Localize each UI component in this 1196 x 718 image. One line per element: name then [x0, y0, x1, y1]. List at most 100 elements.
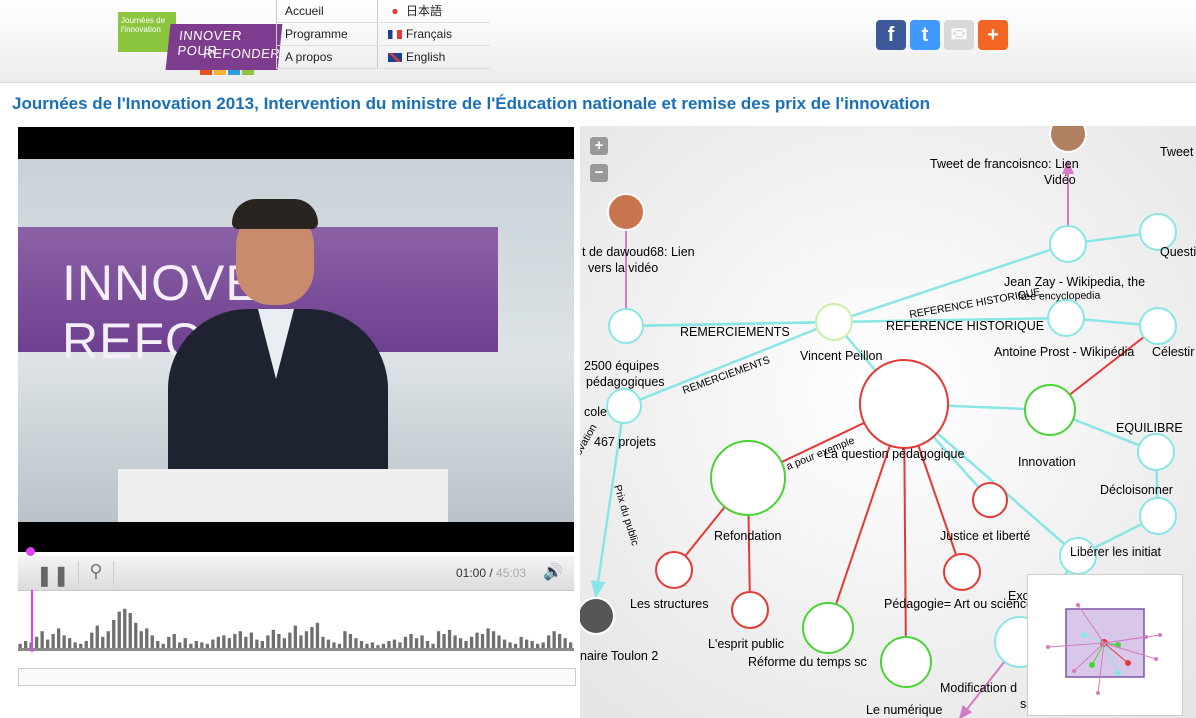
graph-label: Questi — [1160, 245, 1196, 259]
timeline-bar — [35, 636, 39, 648]
node-question[interactable] — [1139, 213, 1177, 251]
node-celestin[interactable] — [1139, 307, 1177, 345]
logo-badge[interactable]: Journées de l'innovation — [118, 12, 176, 52]
twitter-icon[interactable]: t — [910, 20, 940, 50]
timeline-bar — [117, 611, 121, 648]
node-question-pedagogique[interactable] — [859, 359, 949, 449]
zoom-out-button[interactable]: − — [590, 164, 608, 182]
node-numerique[interactable] — [880, 636, 932, 688]
graph-label: naire Toulon 2 — [580, 649, 658, 663]
node-2500-equipes[interactable] — [608, 308, 644, 344]
avatar-toulon[interactable] — [580, 597, 615, 635]
total-time: 45:03 — [496, 566, 527, 580]
timeline-bar — [84, 641, 88, 648]
timeline-bar — [332, 642, 336, 648]
timeline-bar — [112, 620, 116, 648]
timeline-bar — [271, 629, 275, 648]
podium — [118, 469, 448, 522]
timeline-bar — [46, 639, 50, 648]
zoom-in-button[interactable]: + — [590, 137, 608, 155]
timeline-bar — [315, 622, 320, 648]
minimap-node — [1096, 691, 1100, 695]
minimap-edge — [1103, 642, 1119, 674]
timeline-bar — [79, 643, 83, 648]
timeline-scrubber[interactable] — [18, 668, 576, 686]
timeline-bar — [134, 622, 138, 648]
facebook-icon[interactable]: f — [876, 20, 906, 50]
node-justice-liberte[interactable] — [972, 482, 1008, 518]
logo[interactable]: INNOVER POUR REFONDER — [165, 24, 283, 70]
timeline-bar — [73, 642, 77, 648]
timeline-bar — [238, 631, 242, 648]
graph-edge — [625, 314, 837, 330]
timeline-bar — [68, 638, 72, 648]
minimap-edge — [1077, 604, 1105, 644]
graph-edge — [833, 310, 1069, 326]
search-icon[interactable]: ⚲ — [78, 561, 114, 585]
node-esprit-public[interactable] — [731, 591, 769, 629]
minimap-node — [1125, 660, 1131, 666]
minimap-edge — [1091, 642, 1105, 666]
timeline-bar — [552, 631, 556, 648]
graph-label: free encyclopedia — [1018, 290, 1101, 303]
graph-label: Le numérique — [866, 703, 942, 717]
timeline-bar — [40, 631, 44, 648]
page-title: Journées de l'Innovation 2013, Intervent… — [12, 94, 931, 113]
node-jean-zay[interactable] — [1049, 225, 1087, 263]
timeline-bar — [139, 631, 143, 648]
mail-icon[interactable]: ✉ — [944, 20, 974, 50]
node-vincent-peillon[interactable] — [815, 303, 853, 341]
node-antoine-prost[interactable] — [1047, 299, 1085, 337]
node-pedagogie-art[interactable] — [943, 553, 981, 591]
timeline-bar — [62, 635, 66, 648]
node-reforme-temps[interactable] — [802, 602, 854, 654]
logo-bar — [200, 70, 212, 75]
graph-label: t de dawoud68: Lien — [582, 245, 695, 259]
node-refondation[interactable] — [710, 440, 786, 516]
graph-edge — [623, 320, 837, 408]
timeline-bar — [211, 639, 215, 648]
timeline-bar — [387, 641, 391, 648]
timeline-bar — [106, 631, 110, 648]
graph-minimap[interactable] — [1027, 574, 1183, 716]
timeline-bar — [178, 642, 182, 648]
graph-label: Célestir — [1152, 345, 1194, 359]
timeline-bar — [398, 642, 402, 648]
timeline-bar — [123, 608, 127, 648]
timeline-bar — [359, 641, 364, 648]
nav-item-a-propos[interactable]: A propos — [277, 46, 377, 69]
playhead-handle[interactable] — [26, 547, 36, 556]
avatar-francoisnco[interactable] — [1049, 126, 1087, 153]
logo-bar — [228, 70, 240, 75]
avatar-dawoud68[interactable] — [607, 193, 645, 231]
node-decloisonner[interactable] — [1137, 433, 1175, 471]
timeline-bar — [354, 638, 358, 648]
timeline-bar — [519, 636, 523, 648]
annotation-timeline[interactable] — [18, 590, 574, 656]
lang-label: Français — [406, 27, 453, 41]
timeline-bar — [536, 643, 540, 648]
video-player[interactable]: INNOVER REFONDER — [18, 127, 574, 552]
speaker-hair — [232, 199, 318, 229]
node-467-projets[interactable] — [606, 388, 642, 424]
node-innovation[interactable] — [1024, 384, 1076, 436]
lang-japanese[interactable]: 日本語 — [380, 0, 490, 23]
pause-icon[interactable]: ❚❚ — [36, 565, 70, 587]
nav-item-accueil[interactable]: Accueil — [277, 0, 377, 23]
node-liberer[interactable] — [1139, 497, 1177, 535]
lang-english[interactable]: English — [380, 46, 490, 69]
nav-item-programme[interactable]: Programme — [277, 23, 377, 46]
node-structures[interactable] — [655, 551, 693, 589]
timeline-bar — [101, 636, 105, 648]
timeline-bar — [541, 642, 545, 648]
timeline-bar — [18, 643, 22, 648]
timeline-bar — [304, 631, 309, 648]
timeline-bar — [464, 641, 468, 648]
main-nav: Accueil Programme A propos — [276, 0, 378, 69]
plus-icon[interactable]: + — [978, 20, 1008, 50]
timeline-cursor[interactable] — [31, 590, 33, 652]
volume-icon[interactable]: 🔊 — [543, 564, 563, 581]
timeline-bar — [425, 641, 430, 648]
lang-french[interactable]: Français — [380, 23, 490, 46]
timeline-bar — [183, 638, 187, 648]
